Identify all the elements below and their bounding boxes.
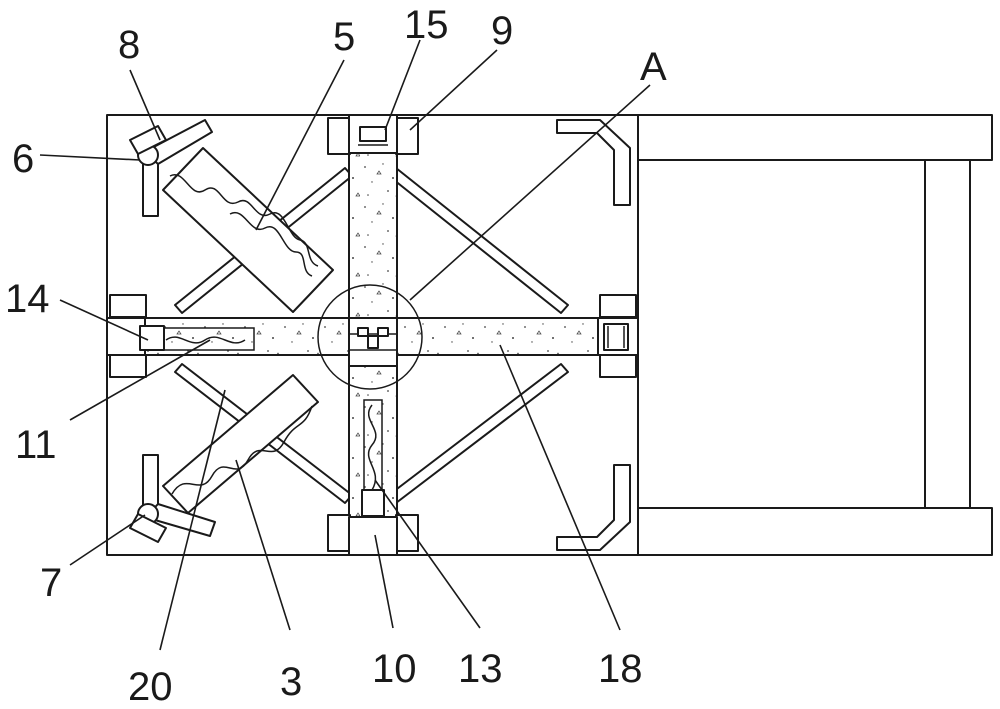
label-18: 18 — [598, 647, 643, 691]
bottom-slider-block — [327, 399, 419, 556]
label-10: 10 — [372, 647, 417, 691]
spring-housing-upper — [162, 147, 334, 313]
center-joint — [317, 284, 423, 390]
label-15: 15 — [404, 3, 449, 47]
label-3: 3 — [280, 660, 302, 704]
label-20: 20 — [128, 665, 173, 709]
label-13: 13 — [458, 647, 503, 691]
handle-frame — [637, 114, 993, 556]
detail-circle-A — [317, 284, 423, 390]
label-14: 14 — [5, 277, 50, 321]
label-6: 6 — [12, 137, 34, 181]
label-7: 7 — [40, 561, 62, 605]
label-A: A — [640, 45, 667, 89]
reference-labels: 8 5 15 9 A 6 14 11 7 20 3 10 13 18 — [5, 3, 667, 709]
top-slider-block — [327, 114, 419, 155]
leader-lines — [39, 39, 651, 651]
spring-housing-lower — [162, 374, 319, 514]
clamp-jaw-upper-left — [129, 119, 213, 217]
clamp-jaw-upper-right — [556, 119, 631, 206]
label-5: 5 — [333, 15, 355, 59]
label-11: 11 — [15, 423, 57, 467]
right-slider-block — [597, 294, 639, 378]
label-8: 8 — [118, 23, 140, 67]
label-9: 9 — [491, 9, 513, 53]
clamp-jaw-lower-left — [129, 454, 216, 543]
clamp-jaw-lower-right — [556, 464, 631, 551]
